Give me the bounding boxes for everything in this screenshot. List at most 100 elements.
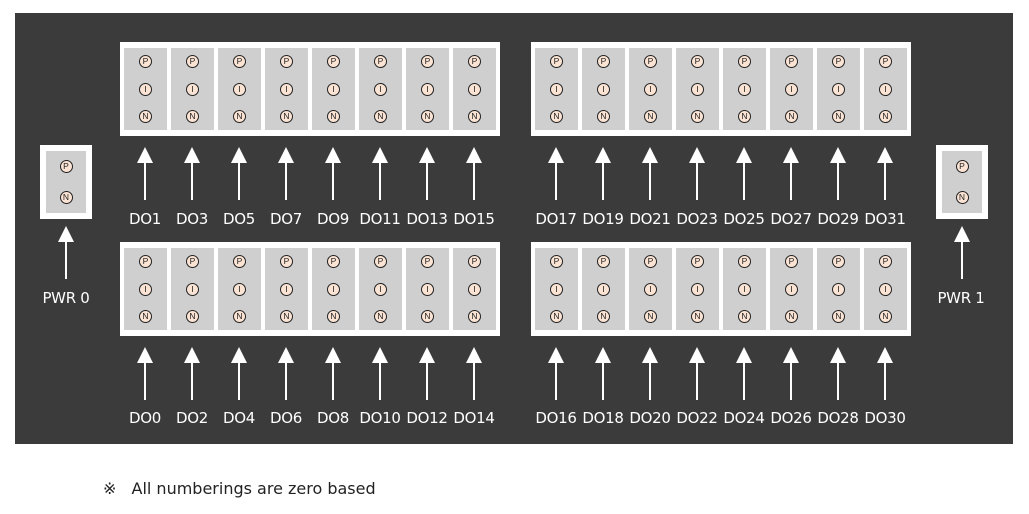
- power-block-right: P N: [936, 145, 988, 219]
- output-label: DO15: [453, 210, 495, 228]
- up-arrow-icon: [419, 347, 435, 400]
- pin-n: N: [832, 110, 845, 123]
- output-label: DO20: [629, 409, 671, 427]
- pin-n: N: [597, 310, 610, 323]
- pin-p: P: [374, 255, 387, 268]
- pin-n: N: [785, 310, 798, 323]
- output-label: DO16: [535, 409, 577, 427]
- output-label: DO24: [723, 409, 765, 427]
- pin-n: N: [644, 310, 657, 323]
- output-label: DO4: [222, 409, 255, 427]
- pin-p: P: [691, 55, 704, 68]
- output-label: DO1: [128, 210, 161, 228]
- up-arrow-icon: [372, 347, 388, 400]
- up-arrow-icon: [137, 147, 153, 200]
- pin-n: N: [139, 310, 152, 323]
- output-label: DO5: [222, 210, 255, 228]
- pin-i: I: [233, 282, 246, 296]
- up-arrow-icon: [325, 347, 341, 400]
- pin-p: P: [597, 255, 610, 268]
- output-label: DO26: [770, 409, 812, 427]
- note-text: All numberings are zero based: [131, 479, 376, 498]
- output-label: DO9: [316, 210, 349, 228]
- up-arrow-icon: [595, 347, 611, 400]
- up-arrow-icon: [548, 347, 564, 400]
- pin-p: P: [597, 55, 610, 68]
- pin-p: P: [327, 55, 340, 68]
- pin-p: P: [421, 55, 434, 68]
- pin-p: P: [421, 255, 434, 268]
- output-label: DO13: [406, 210, 448, 228]
- pin-i: I: [186, 282, 199, 296]
- output-label: DO2: [175, 409, 208, 427]
- up-arrow-icon: [184, 347, 200, 400]
- output-label: DO22: [676, 409, 718, 427]
- pin-p: P: [550, 55, 563, 68]
- pin-i: I: [832, 82, 845, 96]
- power-label-0: PWR 0: [42, 289, 90, 307]
- output-label: DO25: [723, 210, 765, 228]
- pin-n: N: [186, 110, 199, 123]
- pin-p: P: [738, 55, 751, 68]
- up-arrow-icon: [642, 147, 658, 200]
- output-label: DO11: [359, 210, 401, 228]
- pin-i: I: [785, 282, 798, 296]
- pin-i: I: [597, 82, 610, 96]
- pin-n: N: [832, 310, 845, 323]
- up-arrow-icon: [689, 347, 705, 400]
- pin-i: I: [738, 282, 751, 296]
- pin-p: P: [233, 255, 246, 268]
- pin-i: I: [597, 282, 610, 296]
- up-arrow-icon: [736, 347, 752, 400]
- up-arrow-icon: [419, 147, 435, 200]
- up-arrow-icon: [830, 347, 846, 400]
- pin-p: P: [691, 255, 704, 268]
- terminal-module: P I N: [582, 248, 625, 330]
- output-label: DO12: [406, 409, 448, 427]
- output-label: DO30: [864, 409, 906, 427]
- pin-n: N: [374, 310, 387, 323]
- up-arrow-icon: [877, 347, 893, 400]
- up-arrow-icon: [689, 147, 705, 200]
- pin-n: N: [644, 110, 657, 123]
- output-label: DO29: [817, 210, 859, 228]
- pin-p: P: [280, 255, 293, 268]
- power-label-1: PWR 1: [937, 289, 985, 307]
- pin-i: I: [327, 282, 340, 296]
- up-arrow-icon: [466, 147, 482, 200]
- up-arrow-icon: [325, 147, 341, 200]
- pin-n: N: [139, 110, 152, 123]
- pin-n: N: [550, 310, 563, 323]
- up-arrow-icon: [877, 147, 893, 200]
- pin-i: I: [233, 82, 246, 96]
- pin-p: P: [280, 55, 293, 68]
- pin-i: I: [691, 282, 704, 296]
- pin-n: N: [785, 110, 798, 123]
- pin-p: P: [468, 255, 481, 268]
- pin-n: N: [738, 110, 751, 123]
- up-arrow-icon: [466, 347, 482, 400]
- pin-i: I: [550, 282, 563, 296]
- pin-n: N: [186, 310, 199, 323]
- up-arrow-icon: [783, 347, 799, 400]
- up-arrow-icon: [278, 147, 294, 200]
- up-arrow-icon: [642, 347, 658, 400]
- pin-n: N: [550, 110, 563, 123]
- pin-i: I: [327, 82, 340, 96]
